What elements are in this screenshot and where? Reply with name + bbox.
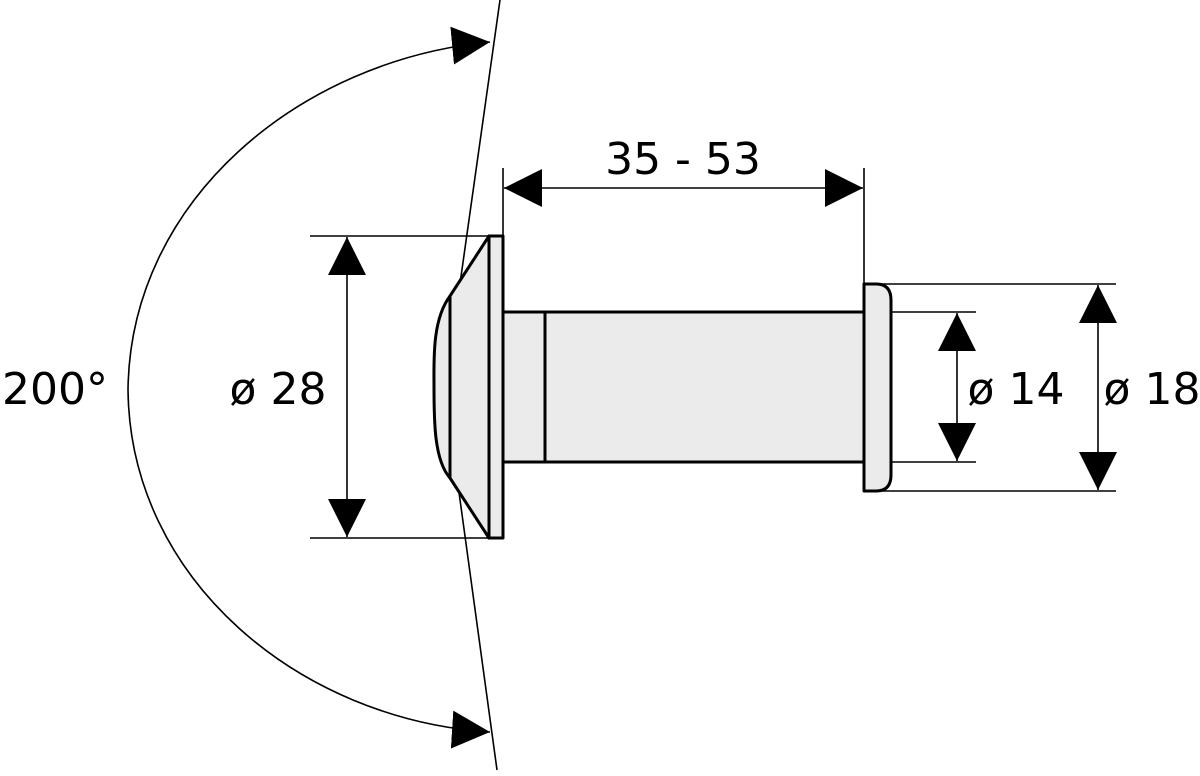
length-dimension: [502, 168, 865, 284]
tube: [543, 310, 866, 464]
tube-diameter-dimension: [891, 311, 976, 463]
viewing-angle-arc: [127, 26, 491, 749]
end-cap: [862, 282, 893, 493]
peephole-body: [432, 234, 893, 540]
length-label: 35 - 53: [605, 134, 761, 185]
flange-plate: [487, 234, 505, 540]
angle-label: 200°: [2, 364, 108, 415]
tube-collar: [501, 310, 547, 464]
flange-diameter-label: ø 28: [230, 364, 327, 415]
lens-dome: [432, 294, 452, 480]
tube-diameter-label: ø 14: [968, 364, 1065, 415]
flange-cone: [448, 234, 491, 540]
cap-diameter-dimension: [876, 283, 1117, 492]
cap-diameter-label: ø 18: [1104, 364, 1200, 415]
flange-diameter-dimension: [310, 235, 489, 539]
